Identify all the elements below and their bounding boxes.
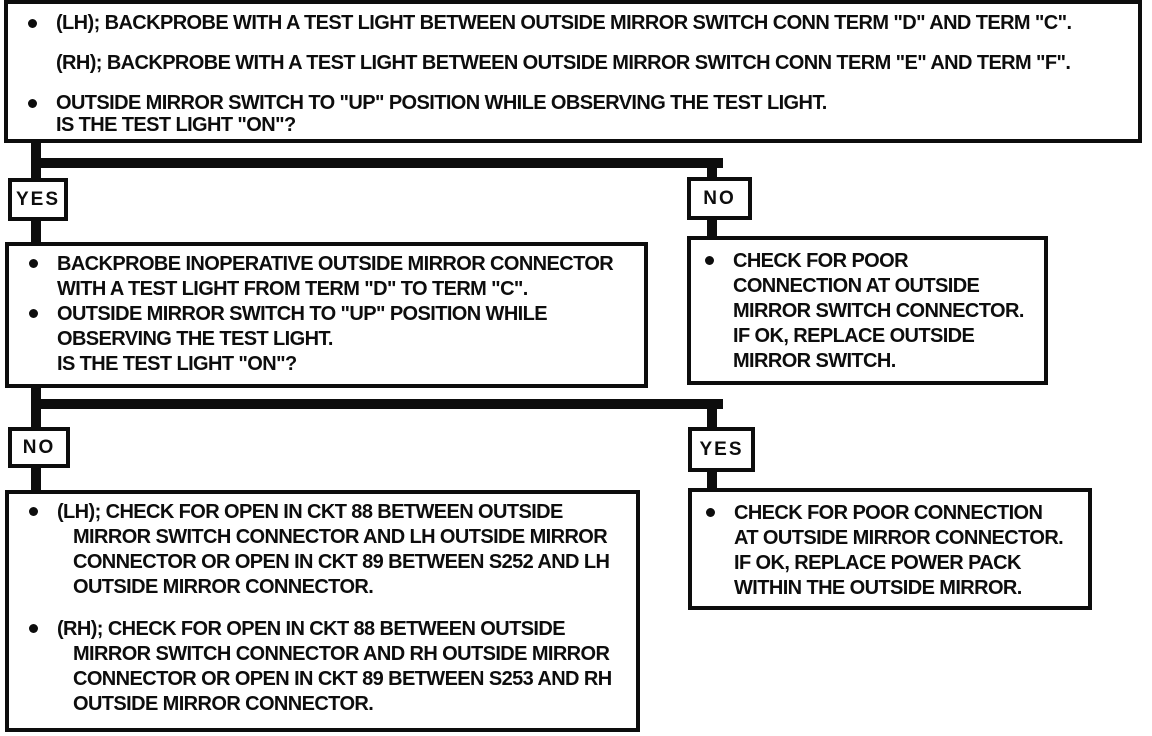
- decision-box-question-2: BACKPROBE INOPERATIVE OUTSIDE MIRROR CON…: [5, 242, 648, 388]
- label-q1-yes: YES: [8, 178, 68, 221]
- text-line-content: (LH); BACKPROBE WITH A TEST LIGHT BETWEE…: [56, 12, 1072, 34]
- connector-yes2-down: [707, 472, 717, 488]
- label-text: YES: [15, 188, 61, 210]
- connector-no1-down: [707, 220, 717, 236]
- label-q1-no: NO: [687, 177, 752, 220]
- text-line: IS THE TEST LIGHT "ON"?: [9, 352, 644, 377]
- text-line: CONNECTOR OR OPEN IN CKT 89 BETWEEN S253…: [9, 667, 636, 692]
- text-line-content: (LH); CHECK FOR OPEN IN CKT 88 BETWEEN O…: [57, 501, 563, 523]
- text-line: MIRROR SWITCH CONNECTOR.: [691, 299, 1044, 324]
- connector-q1-horizontal-bar: [31, 158, 723, 168]
- text-line-content: AT OUTSIDE MIRROR CONNECTOR.: [734, 527, 1064, 549]
- text-line-content: IF OK, REPLACE OUTSIDE: [733, 325, 975, 347]
- text-line-content: CHECK FOR POOR CONNECTION: [734, 502, 1043, 524]
- bullet-icon: [29, 309, 38, 318]
- action-box-q2-yes: CHECK FOR POOR CONNECTION AT OUTSIDE MIR…: [688, 488, 1092, 610]
- text-line: MIRROR SWITCH CONNECTOR AND RH OUTSIDE M…: [9, 642, 636, 667]
- label-q2-no: NO: [8, 427, 70, 468]
- text-line-content: CONNECTOR OR OPEN IN CKT 89 BETWEEN S253…: [73, 668, 612, 690]
- label-text: NO: [22, 436, 56, 458]
- label-text: YES: [699, 438, 744, 460]
- text-line: OUTSIDE MIRROR CONNECTOR.: [9, 692, 636, 717]
- text-line-content: MIRROR SWITCH CONNECTOR AND LH OUTSIDE M…: [73, 526, 608, 548]
- text-line-content: MIRROR SWITCH.: [733, 350, 896, 372]
- text-line-content: OUTSIDE MIRROR SWITCH TO "UP" POSITION W…: [57, 303, 548, 325]
- bullet-icon: [29, 507, 38, 516]
- text-line: (LH); CHECK FOR OPEN IN CKT 88 BETWEEN O…: [9, 500, 636, 525]
- text-line: IF OK, REPLACE OUTSIDE: [691, 324, 1044, 349]
- text-line: MIRROR SWITCH CONNECTOR AND LH OUTSIDE M…: [9, 525, 636, 550]
- action-box-q1-no: CHECK FOR POOR CONNECTION AT OUTSIDE MIR…: [687, 236, 1048, 385]
- text-line-content: CONNECTOR OR OPEN IN CKT 89 BETWEEN S252…: [73, 551, 610, 573]
- bullet-icon: [28, 19, 37, 28]
- text-line-content: CONNECTION AT OUTSIDE: [733, 275, 980, 297]
- action-box-q2-no: (LH); CHECK FOR OPEN IN CKT 88 BETWEEN O…: [5, 490, 640, 732]
- text-line-content: OBSERVING THE TEST LIGHT.: [57, 328, 333, 350]
- text-line: OUTSIDE MIRROR SWITCH TO "UP" POSITION W…: [9, 302, 644, 327]
- text-line-content: OUTSIDE MIRROR SWITCH TO "UP" POSITION W…: [56, 92, 827, 114]
- text-line: AT OUTSIDE MIRROR CONNECTOR.: [692, 526, 1088, 551]
- label-text: NO: [703, 187, 736, 209]
- decision-box-question-1: (LH); BACKPROBE WITH A TEST LIGHT BETWEE…: [4, 0, 1142, 143]
- bullet-icon: [706, 508, 715, 517]
- text-line: IF OK, REPLACE POWER PACK: [692, 551, 1088, 576]
- text-line: WITHIN THE OUTSIDE MIRROR.: [692, 576, 1088, 601]
- text-line: (RH); CHECK FOR OPEN IN CKT 88 BETWEEN O…: [9, 617, 636, 642]
- text-line: IS THE TEST LIGHT "ON"?: [8, 114, 1138, 136]
- text-line-content: (RH); CHECK FOR OPEN IN CKT 88 BETWEEN O…: [57, 618, 566, 640]
- text-line-content: MIRROR SWITCH CONNECTOR.: [733, 300, 1024, 322]
- bullet-icon: [705, 256, 714, 265]
- bullet-icon: [28, 99, 37, 108]
- text-line: BACKPROBE INOPERATIVE OUTSIDE MIRROR CON…: [9, 252, 644, 277]
- text-line-content: BACKPROBE INOPERATIVE OUTSIDE MIRROR CON…: [57, 253, 614, 275]
- text-line-content: OUTSIDE MIRROR CONNECTOR.: [73, 576, 374, 598]
- text-line: CHECK FOR POOR: [691, 249, 1044, 274]
- connector-yes1-down: [31, 221, 41, 242]
- bullet-icon: [29, 624, 38, 633]
- text-line: OUTSIDE MIRROR SWITCH TO "UP" POSITION W…: [8, 92, 1138, 114]
- label-q2-yes: YES: [688, 427, 755, 472]
- text-line: OBSERVING THE TEST LIGHT.: [9, 327, 644, 352]
- text-line: CONNECTOR OR OPEN IN CKT 89 BETWEEN S252…: [9, 550, 636, 575]
- text-line-content: OUTSIDE MIRROR CONNECTOR.: [73, 693, 374, 715]
- connector-q1-stem-right: [707, 158, 717, 177]
- text-line: CONNECTION AT OUTSIDE: [691, 274, 1044, 299]
- connector-q2-horizontal-bar: [31, 399, 723, 409]
- text-line: WITH A TEST LIGHT FROM TERM "D" TO TERM …: [9, 277, 644, 302]
- text-line: CHECK FOR POOR CONNECTION: [692, 501, 1088, 526]
- text-line: (LH); BACKPROBE WITH A TEST LIGHT BETWEE…: [8, 12, 1138, 34]
- text-line-content: IF OK, REPLACE POWER PACK: [734, 552, 1021, 574]
- text-line-content: WITHIN THE OUTSIDE MIRROR.: [734, 577, 1022, 599]
- text-line-content: MIRROR SWITCH CONNECTOR AND RH OUTSIDE M…: [73, 643, 610, 665]
- connector-q2-stem-right: [707, 399, 717, 427]
- bullet-icon: [29, 259, 38, 268]
- text-line-content: (RH); BACKPROBE WITH A TEST LIGHT BETWEE…: [56, 52, 1071, 74]
- text-line: (RH); BACKPROBE WITH A TEST LIGHT BETWEE…: [8, 52, 1138, 74]
- text-line-content: WITH A TEST LIGHT FROM TERM "D" TO TERM …: [57, 278, 528, 300]
- text-line: MIRROR SWITCH.: [691, 349, 1044, 374]
- text-line: OUTSIDE MIRROR CONNECTOR.: [9, 575, 636, 600]
- text-line-content: IS THE TEST LIGHT "ON"?: [56, 114, 296, 136]
- text-line-content: CHECK FOR POOR: [733, 250, 909, 272]
- connector-no2-down: [31, 468, 41, 490]
- text-line-content: IS THE TEST LIGHT "ON"?: [57, 353, 297, 375]
